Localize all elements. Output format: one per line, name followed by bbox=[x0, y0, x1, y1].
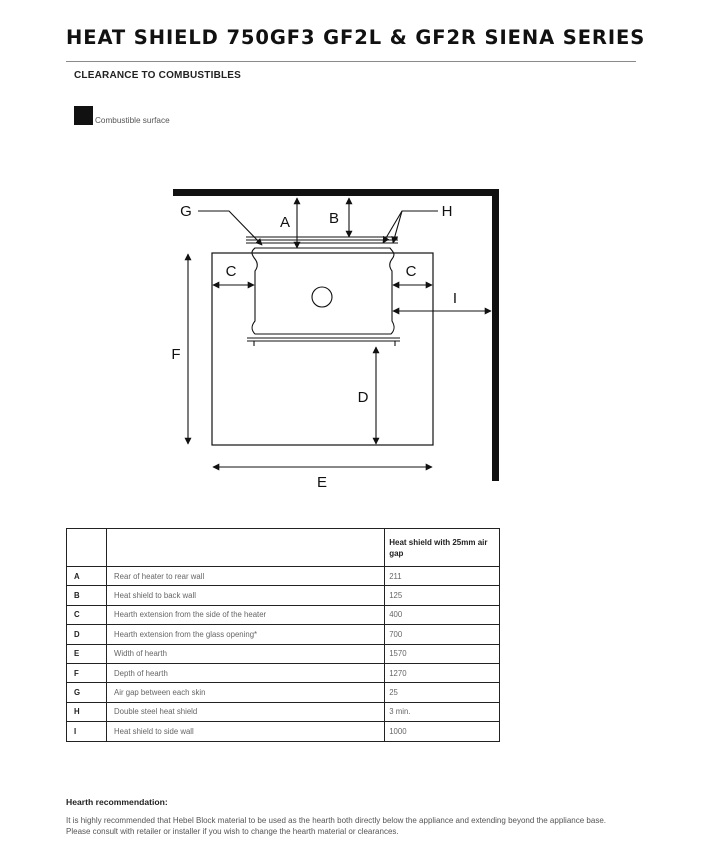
row-value: 400 bbox=[384, 604, 500, 626]
pointer-g bbox=[198, 210, 263, 246]
recommendation-text: It is highly recommended that Hebel Bloc… bbox=[66, 816, 606, 836]
label-e: E bbox=[317, 474, 327, 491]
rear-wall bbox=[173, 189, 499, 196]
label-f: F bbox=[171, 346, 180, 363]
table-header-row: Heat shield with 25mm air gap bbox=[65, 528, 500, 567]
row-value: 1570 bbox=[384, 643, 500, 664]
row-value: 125 bbox=[384, 585, 500, 606]
flue-outlet bbox=[311, 286, 333, 308]
combustible-surface-swatch bbox=[74, 106, 93, 125]
hearth-outline bbox=[211, 252, 434, 446]
label-c-left: C bbox=[226, 263, 237, 280]
label-h: H bbox=[442, 203, 453, 220]
row-description: Hearth extension from the glass opening* bbox=[106, 624, 386, 645]
side-wall bbox=[492, 189, 499, 481]
row-description: Air gap between each skin bbox=[106, 682, 386, 703]
row-value: 1000 bbox=[384, 721, 500, 742]
row-letter: F bbox=[65, 662, 108, 684]
row-value: 3 min. bbox=[384, 701, 500, 723]
label-b: B bbox=[329, 210, 339, 227]
row-description: Rear of heater to rear wall bbox=[106, 565, 386, 587]
section-subtitle: CLEARANCE TO COMBUSTIBLES bbox=[74, 70, 242, 81]
row-letter: C bbox=[65, 604, 108, 626]
row-letter: H bbox=[65, 701, 108, 723]
clearance-diagram: G A B H C C I F D E bbox=[171, 189, 499, 491]
table-header-heat-shield: Heat shield with 25mm air gap bbox=[384, 528, 500, 567]
row-value: 1270 bbox=[384, 662, 500, 684]
row-letter: D bbox=[65, 624, 108, 645]
row-letter: E bbox=[65, 643, 108, 664]
label-a: A bbox=[280, 214, 290, 231]
row-description: Double steel heat shield bbox=[106, 701, 386, 723]
legend-label: Combustible surface bbox=[95, 116, 170, 125]
heat-shield bbox=[246, 236, 398, 244]
pointer-h-2 bbox=[391, 210, 403, 244]
row-description: Hearth extension from the side of the he… bbox=[106, 604, 386, 626]
label-i: I bbox=[453, 290, 457, 307]
row-value: 25 bbox=[384, 682, 500, 703]
row-value: 700 bbox=[384, 624, 500, 645]
row-description: Heat shield to back wall bbox=[106, 585, 386, 606]
label-c-right: C bbox=[406, 263, 417, 280]
row-letter: I bbox=[65, 721, 108, 742]
row-description: Depth of hearth bbox=[106, 662, 386, 684]
label-d: D bbox=[358, 389, 369, 406]
title-divider bbox=[66, 61, 636, 62]
label-g: G bbox=[180, 203, 192, 220]
page-title: HEAT SHIELD 750GF3 GF2L & GF2R SIENA SER… bbox=[66, 26, 646, 49]
pointer-h-1 bbox=[382, 210, 438, 244]
heater-body bbox=[247, 247, 400, 346]
row-description: Heat shield to side wall bbox=[106, 721, 386, 742]
row-letter: G bbox=[65, 682, 108, 703]
table-header-blank-2 bbox=[106, 528, 386, 567]
row-letter: B bbox=[65, 585, 108, 606]
row-value: 211 bbox=[384, 565, 500, 587]
row-description: Width of hearth bbox=[106, 643, 386, 664]
recommendation-title: Hearth recommendation: bbox=[66, 797, 168, 807]
table-header-blank-1 bbox=[65, 528, 108, 567]
row-letter: A bbox=[65, 565, 108, 587]
